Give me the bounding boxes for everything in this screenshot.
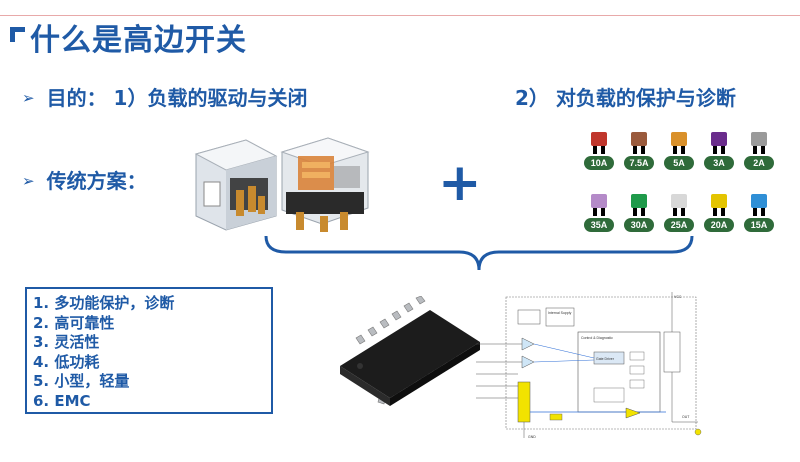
fuse-icon <box>591 132 607 154</box>
fuse-label: 15A <box>744 218 774 232</box>
fuse-item: 15A <box>744 192 774 236</box>
fuse-icon <box>631 194 647 216</box>
goal-2-text: 2） 对负载的保护与诊断 <box>515 86 736 110</box>
goal-1-text: 1）负载的驱动与关闭 <box>113 86 308 110</box>
arrow-bullet-icon: ➢ <box>22 172 35 190</box>
traditional-text: 传统方案： <box>46 169 147 193</box>
fuse-label: 20A <box>704 218 734 232</box>
fuse-icon <box>711 132 727 154</box>
fuse-label: 25A <box>664 218 694 232</box>
relay-image-1 <box>194 139 278 231</box>
block-diagram-image: Internal Supply Control & Diagnostic Gat… <box>476 292 702 439</box>
feature-item: 6. EMC <box>33 391 91 410</box>
title-corner-mark <box>10 27 25 42</box>
fuse-label: 30A <box>624 218 654 232</box>
fuse-icon <box>671 132 687 154</box>
fuse-body <box>631 194 647 208</box>
fuse-item: 20A <box>704 192 734 236</box>
fuse-body <box>711 194 727 208</box>
schematic-label: Internal Supply <box>548 311 572 315</box>
fuse-item: 35A <box>584 192 614 236</box>
relay-image-2 <box>280 137 370 232</box>
fuse-body <box>751 132 767 146</box>
fuse-item: 5A <box>664 130 694 174</box>
fuse-label: 35A <box>584 218 614 232</box>
feature-item: 4. 低功耗 <box>33 352 100 371</box>
feature-item: 1. 多功能保护，诊断 <box>33 294 175 312</box>
fuse-body <box>591 132 607 146</box>
features-list: 1. 多功能保护，诊断 2. 高可靠性 3. 灵活性 4. 低功耗 5. 小型，… <box>33 294 265 412</box>
fuse-item: 3A <box>704 130 734 174</box>
fuse-icon <box>671 194 687 216</box>
fuse-item: 30A <box>624 192 654 236</box>
fuse-body <box>671 194 687 208</box>
fuse-item: 7.5A <box>624 130 654 174</box>
fuse-body <box>671 132 687 146</box>
fuse-body <box>631 132 647 146</box>
fuse-label: 5A <box>664 156 694 170</box>
schematic-label: OUT <box>682 415 690 419</box>
fuse-label: 10A <box>584 156 614 170</box>
fuse-icon <box>631 132 647 154</box>
schematic-label: Control & Diagnostic <box>581 336 613 340</box>
feature-item: 3. 灵活性 <box>33 333 100 352</box>
fuse-grid: 10A 7.5A 5A 3A 2A 35A 30A 25A 20A 15A <box>579 126 789 236</box>
schematic-label: Gate Driver <box>596 357 615 361</box>
goal-prefix: 目的： <box>46 86 107 110</box>
fuse-icon <box>711 194 727 216</box>
ic-chip-image <box>340 296 480 406</box>
page-title: 什么是高边开关 <box>30 23 247 58</box>
fuse-icon <box>751 194 767 216</box>
feature-item: 2. 高可靠性 <box>33 313 115 332</box>
fuse-body <box>591 194 607 208</box>
top-divider <box>0 15 800 16</box>
fuse-item: 2A <box>744 130 774 174</box>
goal-line: ➢ 目的： 1）负载的驱动与关闭 <box>22 85 307 111</box>
features-box: 1. 多功能保护，诊断 2. 高可靠性 3. 灵活性 4. 低功耗 5. 小型，… <box>25 287 273 414</box>
plus-symbol: + <box>438 153 482 213</box>
schematic-label: VCC <box>674 295 682 299</box>
fuse-label: 7.5A <box>624 156 654 170</box>
fuse-icon <box>751 132 767 154</box>
schematic-label: GND <box>528 435 536 439</box>
grouping-brace <box>264 236 694 271</box>
fuse-item: 25A <box>664 192 694 236</box>
fuse-label: 2A <box>744 156 774 170</box>
feature-item: 5. 小型，轻量 <box>33 372 130 391</box>
fuse-item: 10A <box>584 130 614 174</box>
traditional-line: ➢ 传统方案： <box>22 168 147 194</box>
fuse-body <box>751 194 767 208</box>
arrow-bullet-icon: ➢ <box>22 89 35 107</box>
fuse-icon <box>591 194 607 216</box>
fuse-label: 3A <box>704 156 734 170</box>
fuse-body <box>711 132 727 146</box>
